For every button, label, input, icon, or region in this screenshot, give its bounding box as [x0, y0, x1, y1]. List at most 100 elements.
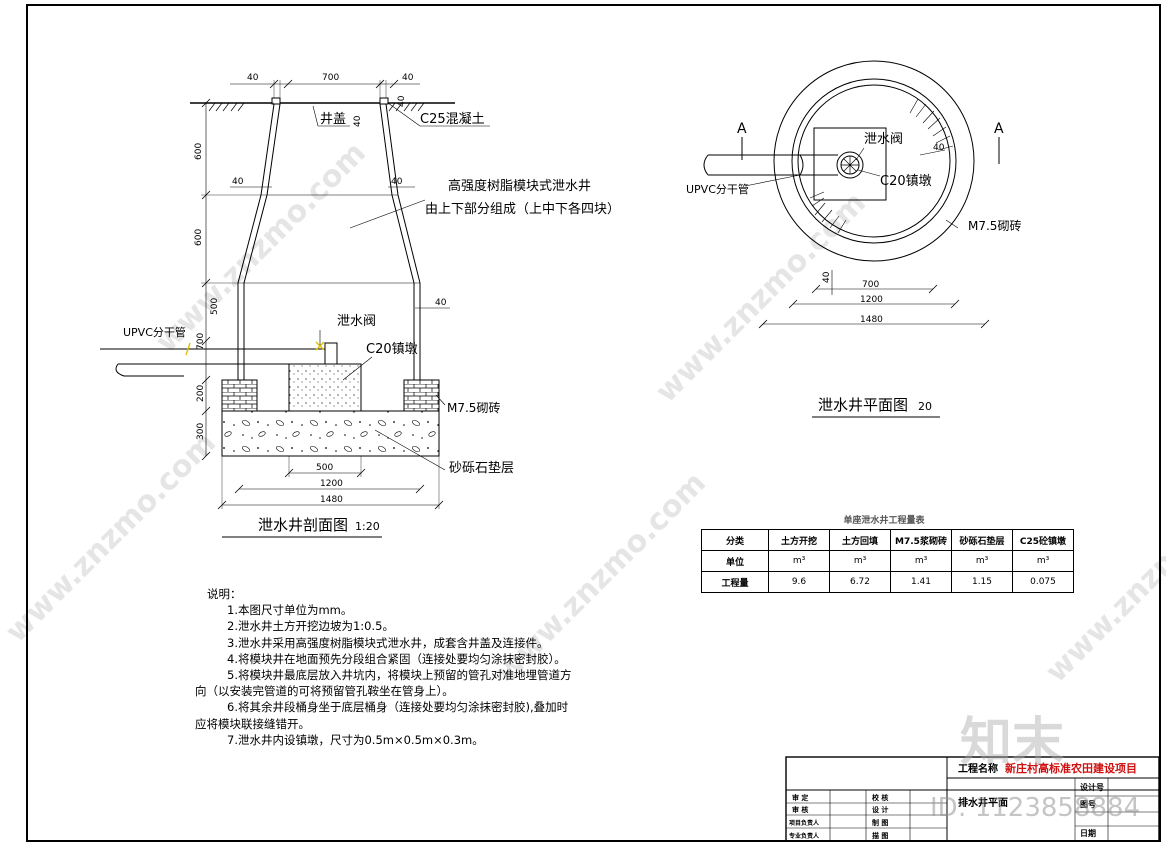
tb-cell: 项目负责人 — [789, 819, 820, 827]
dim-label: 700 — [196, 333, 206, 350]
sheet-border — [26, 4, 1161, 842]
title-block — [785, 756, 1160, 842]
table-row: 工程量 9.6 6.72 1.41 1.15 0.075 — [701, 571, 1074, 593]
quantity-table-caption: 单座泄水井工程量表 — [843, 516, 925, 526]
table-cell: m³ — [890, 550, 952, 572]
cover-label: 井盖 — [320, 112, 346, 127]
note-item: 3.泄水井采用高强度树脂模块式泄水井，成套含井盖及连接件。 — [227, 635, 549, 650]
note-item: 1.本图尺寸单位为mm。 — [227, 603, 353, 618]
note-item: 7.泄水井内设镇墩，尺寸为0.5m×0.5m×0.3m。 — [227, 732, 484, 747]
table-cell: 9.6 — [768, 571, 830, 593]
table-cell: 0.075 — [1012, 571, 1074, 593]
dim-label: 40 — [435, 298, 447, 308]
dim-label: 40 — [232, 177, 244, 187]
dim-label: 500 — [210, 298, 220, 315]
plan-view — [703, 60, 1000, 329]
watermark-id: ID: 1123858884 — [930, 793, 1140, 823]
table-cell: 工程量 — [701, 571, 769, 593]
section-scale: 1:20 — [355, 520, 380, 533]
dim-label: 40 — [402, 73, 414, 83]
dim-label: 1200 — [320, 479, 343, 489]
plan-brick-label: M7.5砌砖 — [968, 218, 1021, 233]
plan-valve-label: 泄水阀 — [864, 132, 903, 147]
table-cell: 土方开挖 — [768, 529, 830, 551]
design-no-label: 设计号 — [1080, 782, 1104, 792]
tb-cell: 描 图 — [872, 831, 888, 840]
dim-label: 40 — [247, 73, 259, 83]
note-item: 6.将其余井段桶身坐于底层桶身（连接处要均匀涂抹密封胶),叠加时 — [227, 700, 569, 715]
note-item: 5.将模块井最底层放入井坑内，将模块上预留的管孔对准地埋管道方 — [227, 668, 572, 683]
table-cell: 分类 — [701, 529, 769, 551]
project-name: 新庄村高标准农田建设项目 — [1005, 761, 1137, 775]
project-label: 工程名称 — [958, 762, 998, 775]
valve-label: 泄水阀 — [337, 314, 376, 329]
dim-label: 200 — [196, 385, 206, 402]
dim-label: 500 — [316, 463, 333, 473]
note-item: 2.泄水井土方开挖边坡为1:0.5。 — [227, 619, 394, 634]
well-sub-label: 由上下部分组成（上中下各四块） — [425, 201, 620, 217]
plan-scale: 20 — [918, 400, 932, 413]
dim-label: 700 — [862, 280, 879, 290]
plan-title: 泄水井平面图 — [818, 396, 908, 414]
section-view — [100, 79, 490, 510]
drawing-no-label: 图号 — [1080, 800, 1096, 809]
table-cell: 砂砾石垫层 — [951, 529, 1013, 551]
table-cell: m³ — [1012, 550, 1074, 572]
dim-label: 40 — [353, 115, 363, 127]
tb-cell: 审 定 — [792, 793, 808, 802]
drawing-name: 排水井平面 — [958, 796, 1008, 809]
section-mark-right: A — [994, 121, 1004, 137]
table-row: 分类 土方开挖 土方回填 M7.5浆砌砖 砂砾石垫层 C25砼镇墩 — [701, 529, 1074, 551]
dim-label: 40 — [391, 177, 403, 187]
table-cell: C25砼镇墩 — [1012, 529, 1074, 551]
dim-label: 40 — [397, 95, 407, 107]
table-row: 单位 m³ m³ m³ m³ m³ — [701, 550, 1074, 572]
tb-cell: 审 核 — [792, 805, 808, 814]
dim-label: 600 — [194, 229, 204, 246]
tb-cell: 专业负责人 — [789, 832, 820, 840]
dim-label: 1480 — [320, 495, 343, 505]
plan-labels: A A 泄水阀 40 C20镇墩 UPVC分干管 M7.5砌砖 40 700 1… — [686, 121, 1021, 418]
section-dims: 40 700 40 600 600 500 700 200 300 40 40 … — [194, 73, 447, 505]
section-labels: 井盖 C25混凝土 高强度树脂模块式泄水井 由上下部分组成（上中下各四块） UP… — [123, 111, 620, 538]
plan-c20-label: C20镇墩 — [880, 174, 932, 189]
note-item: 向（以安装完管道的可将预留管孔鞍坐在管身上）。 — [195, 684, 454, 699]
dim-label: 1200 — [860, 295, 883, 305]
gravel-label: 砂砾石垫层 — [449, 460, 514, 476]
table-cell: m³ — [829, 550, 891, 572]
table-cell: M7.5浆砌砖 — [890, 529, 952, 551]
tb-cell: 校 核 — [872, 793, 888, 802]
table-cell: m³ — [768, 550, 830, 572]
table-cell: 1.15 — [951, 571, 1013, 593]
title-block-text: 工程名称 新庄村高标准农田建设项目 排水井平面 设计号 图号 日期 审 定 校 … — [789, 761, 1137, 840]
plan-pipe-label: UPVC分干管 — [686, 182, 749, 196]
dim-label: 40 — [822, 271, 832, 283]
dim-label: 600 — [194, 143, 204, 160]
brick-label: M7.5砌砖 — [447, 400, 500, 415]
table-cell: 单位 — [701, 550, 769, 572]
section-mark-left: A — [737, 121, 747, 137]
section-title: 泄水井剖面图 — [258, 516, 348, 534]
c25-label: C25混凝土 — [420, 111, 485, 127]
dim-label: 1480 — [860, 315, 883, 325]
watermark-logo: 知末 — [960, 713, 1064, 773]
note-item: 应将模块联接缝错开。 — [195, 716, 310, 731]
tb-cell: 设 计 — [872, 805, 888, 814]
table-cell: m³ — [951, 550, 1013, 572]
dim-label: 300 — [196, 423, 206, 440]
table-cell: 6.72 — [829, 571, 891, 593]
quantity-table: 分类 土方开挖 土方回填 M7.5浆砌砖 砂砾石垫层 C25砼镇墩 单位 m³ … — [701, 529, 1074, 593]
well-label: 高强度树脂模块式泄水井 — [448, 178, 591, 194]
tb-cell: 制 图 — [872, 818, 888, 827]
table-cell: 土方回填 — [829, 529, 891, 551]
note-item: 4.将模块井在地面预先分段组合紧固（连接处要均匀涂抹密封胶）。 — [227, 651, 566, 666]
c20-label: C20镇墩 — [366, 342, 418, 357]
pipe-label: UPVC分干管 — [123, 325, 186, 339]
notes: 说明： 1.本图尺寸单位为mm。 2.泄水井土方开挖边坡为1:0.5。 3.泄水… — [195, 586, 627, 748]
date-label: 日期 — [1080, 828, 1096, 838]
table-cell: 1.41 — [890, 571, 952, 593]
dim-label: 40 — [933, 143, 945, 153]
dim-label: 700 — [322, 73, 339, 83]
notes-heading: 说明： — [207, 587, 242, 601]
